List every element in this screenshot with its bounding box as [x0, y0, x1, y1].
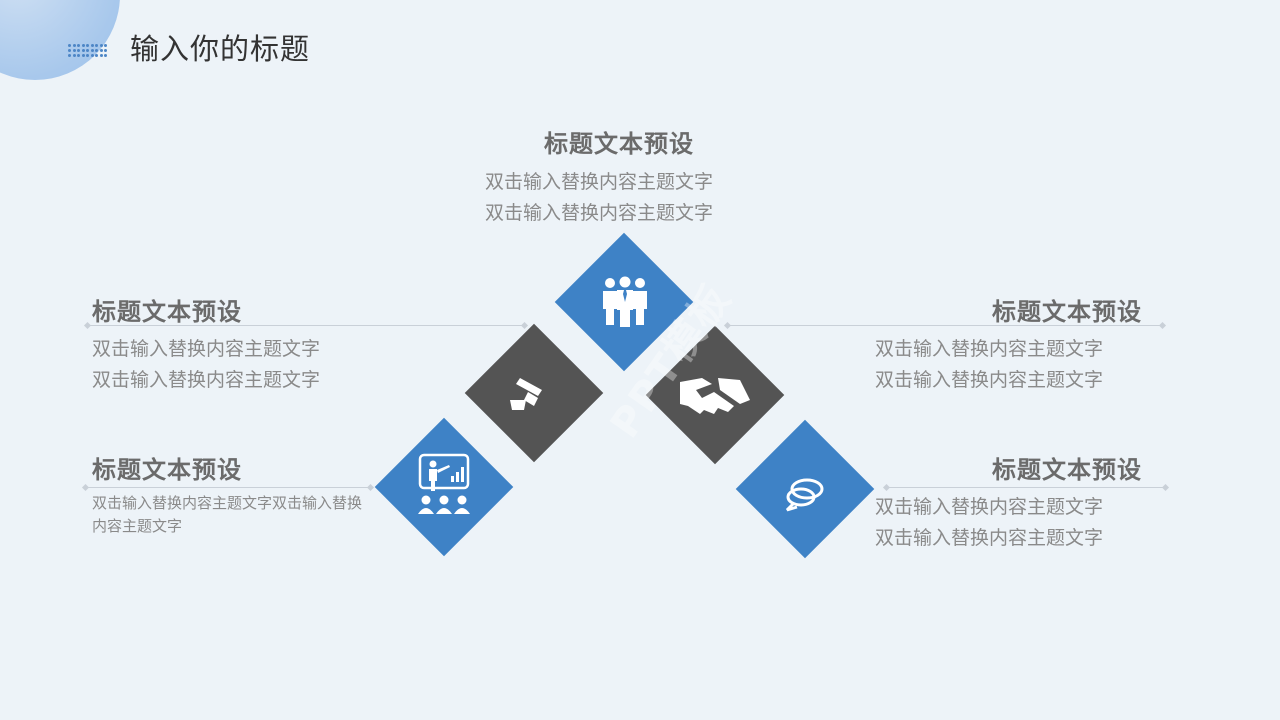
corner-decoration: [0, 0, 120, 80]
right-lower-line-2: 双击输入替换内容主题文字: [875, 527, 1104, 549]
right-lower-block-text[interactable]: 双击输入替换内容主题文字 双击输入替换内容主题文字: [875, 492, 1103, 554]
top-block-line-2: 双击输入替换内容主题文字: [485, 202, 714, 224]
left-upper-divider: [88, 325, 524, 326]
page-title[interactable]: 输入你的标题: [130, 32, 311, 66]
left-upper-line-2: 双击输入替换内容主题文字: [92, 369, 321, 391]
left-upper-line-1: 双击输入替换内容主题文字: [92, 338, 321, 360]
right-upper-block-title[interactable]: 标题文本预设: [992, 298, 1142, 326]
team-icon: [603, 276, 647, 327]
left-upper-block-title[interactable]: 标题文本预设: [92, 298, 242, 326]
right-lower-line-1: 双击输入替换内容主题文字: [875, 496, 1104, 518]
handshake-icon: [680, 378, 750, 414]
chat-bubbles-icon: [785, 478, 824, 512]
right-lower-block-title[interactable]: 标题文本预设: [992, 456, 1142, 484]
left-upper-block-text[interactable]: 双击输入替换内容主题文字 双击输入替换内容主题文字: [92, 334, 320, 396]
left-lower-block-title[interactable]: 标题文本预设: [92, 456, 242, 484]
top-block-title[interactable]: 标题文本预设: [544, 130, 694, 158]
left-lower-divider: [86, 487, 370, 488]
top-block-text[interactable]: 双击输入替换内容主题文字 双击输入替换内容主题文字: [485, 167, 713, 229]
right-upper-line-1: 双击输入替换内容主题文字: [875, 338, 1104, 360]
right-upper-block-text[interactable]: 双击输入替换内容主题文字 双击输入替换内容主题文字: [875, 334, 1103, 396]
dot-grid-decoration: [68, 44, 107, 60]
right-lower-divider: [887, 487, 1165, 488]
right-upper-divider: [728, 325, 1162, 326]
presentation-icon: [418, 453, 470, 514]
hammer-icon: [510, 378, 542, 410]
left-lower-block-text[interactable]: 双击输入替换内容主题文字双击输入替换内容主题文字: [92, 494, 363, 535]
right-upper-line-2: 双击输入替换内容主题文字: [875, 369, 1104, 391]
top-block-line-1: 双击输入替换内容主题文字: [485, 171, 714, 193]
